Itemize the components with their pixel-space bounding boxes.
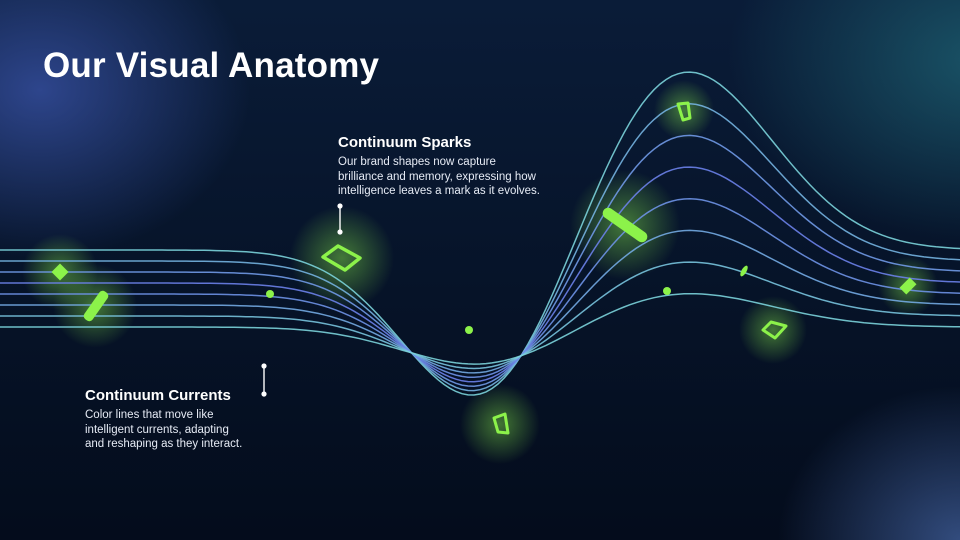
sparks-description: Our brand shapes now capture brilliance … xyxy=(338,155,598,199)
spark-dot-1 xyxy=(266,290,274,298)
current-line-8 xyxy=(0,292,960,365)
spark-dot-2 xyxy=(465,326,473,334)
current-line-2 xyxy=(0,103,960,392)
sparks-line-3: intelligence leaves a mark as it evolves… xyxy=(338,185,540,197)
spark-bar-right xyxy=(602,207,648,243)
spark-outline-bottom xyxy=(492,412,510,435)
currents-line-2: intelligent currents, adapting xyxy=(85,423,229,436)
currents-heading: Continuum Currents xyxy=(85,387,231,404)
sparks-line-2: brilliance and memory, expressing how xyxy=(338,170,536,183)
spark-outline-top xyxy=(676,101,692,122)
current-lines xyxy=(0,71,960,396)
spark-dot-3 xyxy=(663,287,671,295)
currents-description: Color lines that move like intelligent c… xyxy=(85,408,305,452)
currents-line-3: and reshaping as they interact. xyxy=(85,438,243,450)
spark-glow-8 xyxy=(654,80,714,140)
current-line-3 xyxy=(0,134,960,387)
currents-pointer xyxy=(261,363,267,397)
continuum-sparks-callout: Continuum Sparks Our brand shapes now ca… xyxy=(338,134,598,199)
spark-outline-center xyxy=(321,244,362,272)
page-title: Our Visual Anatomy xyxy=(43,46,380,85)
current-line-4 xyxy=(0,166,960,383)
spark-bar-left xyxy=(83,290,109,322)
current-line-5 xyxy=(0,198,960,379)
sparks-line-1: Our brand shapes now capture xyxy=(338,156,496,168)
current-line-6 xyxy=(0,229,960,374)
current-line-1 xyxy=(0,71,960,396)
spark-glow-5 xyxy=(460,384,540,464)
continuum-currents-callout: Continuum Currents Color lines that move… xyxy=(85,387,305,452)
sparks-pointer xyxy=(337,203,343,235)
spark-glow-6 xyxy=(739,296,807,364)
sparks-heading: Continuum Sparks xyxy=(338,134,472,151)
spark-outline-right xyxy=(761,320,788,340)
spark-glow-3 xyxy=(290,206,394,310)
currents-line-1: Color lines that move like xyxy=(85,409,214,421)
current-line-7 xyxy=(0,261,960,370)
spark-dash xyxy=(740,265,748,277)
spark-diamond-right xyxy=(899,277,917,295)
